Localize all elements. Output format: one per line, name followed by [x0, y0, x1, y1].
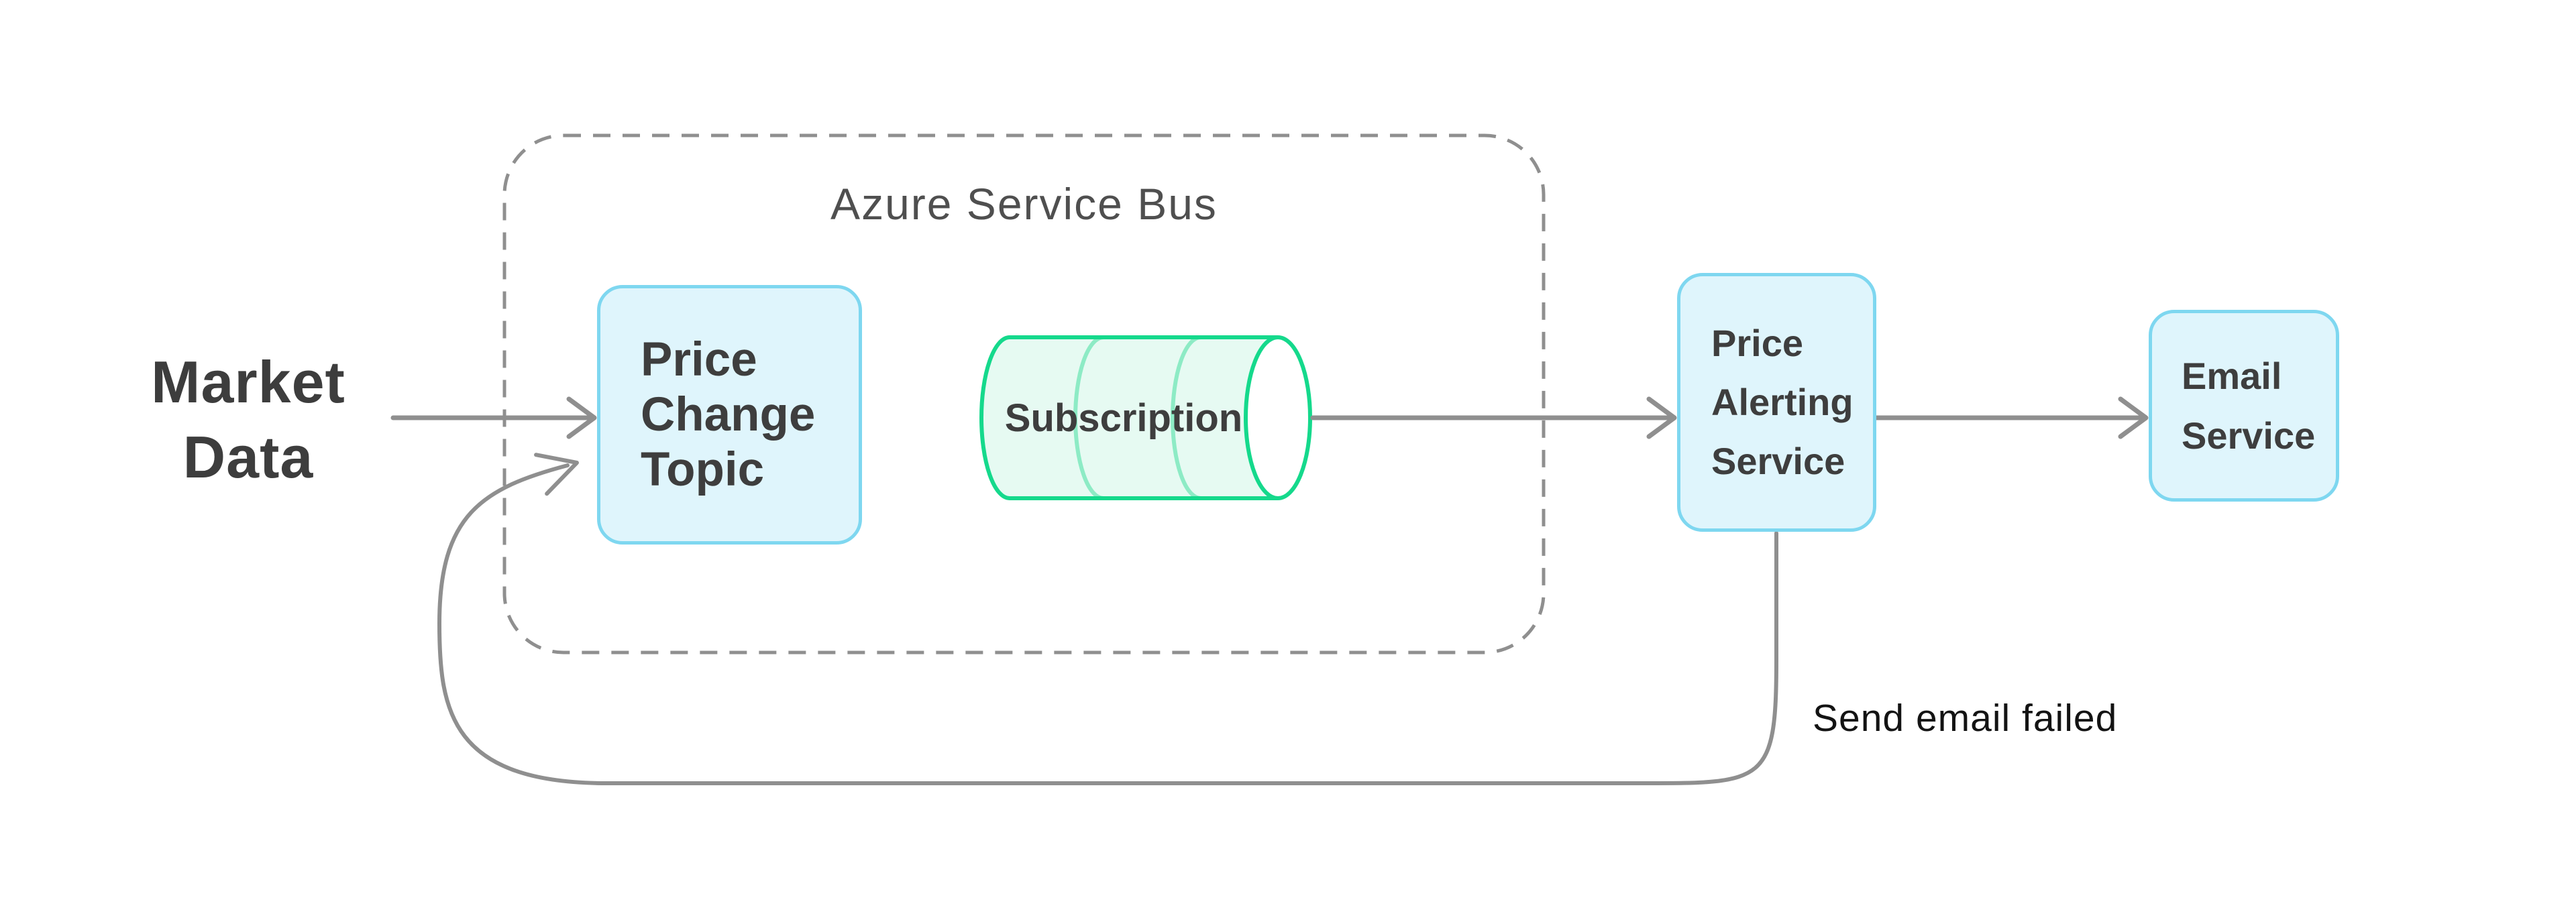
arrow-alerting-to-email: [1874, 396, 2149, 439]
market-data-label: Market Data: [151, 349, 345, 490]
arrowhead-icon: [2118, 396, 2149, 439]
node-email-service-label: Email Service: [2182, 355, 2316, 457]
failure-loop-arrow: [437, 453, 1778, 785]
cylinder-segment-arc: [1073, 335, 1104, 500]
arrow-market-to-topic: [390, 396, 597, 439]
node-price-alerting-service-label: Price Alerting Service: [1711, 322, 1854, 482]
cylinder-end-ellipse: [1244, 335, 1312, 500]
failure-loop-label: Send email failed: [1813, 697, 2118, 740]
arrowhead-icon: [534, 453, 579, 496]
arrowhead-icon: [1646, 396, 1677, 439]
arrow-subscription-to-alerting: [1310, 396, 1677, 439]
subscription-cylinder: [979, 335, 1312, 500]
arrowhead-icon: [566, 396, 597, 439]
node-price-change-topic-label: Price Change Topic: [641, 333, 816, 496]
cylinder-segment-arc: [1171, 335, 1201, 500]
node-price-change-topic: Price Change Topic: [597, 285, 862, 545]
service-bus-container-border: [502, 133, 1546, 654]
node-subscription-label: Subscription: [1004, 396, 1243, 440]
node-price-alerting-service: Price Alerting Service: [1677, 273, 1876, 532]
service-bus-container-title: Azure Service Bus: [830, 179, 1218, 229]
node-email-service: Email Service: [2149, 310, 2339, 502]
